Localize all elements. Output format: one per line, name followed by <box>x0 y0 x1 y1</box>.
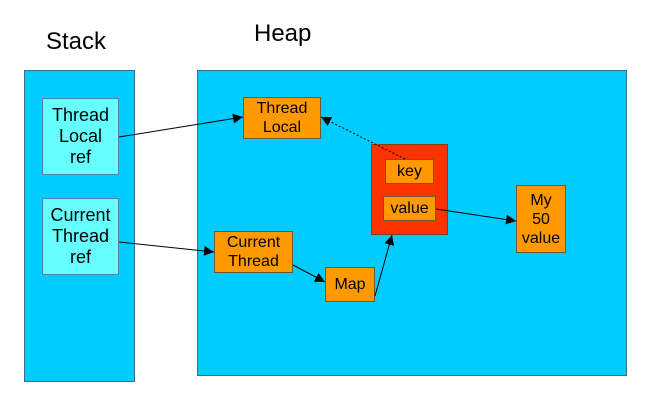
my-value-object: My 50 value <box>516 185 566 253</box>
stack-title: Stack <box>46 28 107 55</box>
thread-local-ref-box: Thread Local ref <box>42 98 119 175</box>
thread-local-object: Thread Local <box>243 97 321 139</box>
heap-title: Heap <box>254 20 312 47</box>
value-field: value <box>383 196 436 221</box>
current-thread-ref-box: Current Thread ref <box>42 198 119 275</box>
map-object: Map <box>325 267 375 302</box>
key-field: key <box>385 159 434 184</box>
map-entry <box>371 144 448 235</box>
current-thread-object: Current Thread <box>214 231 293 273</box>
